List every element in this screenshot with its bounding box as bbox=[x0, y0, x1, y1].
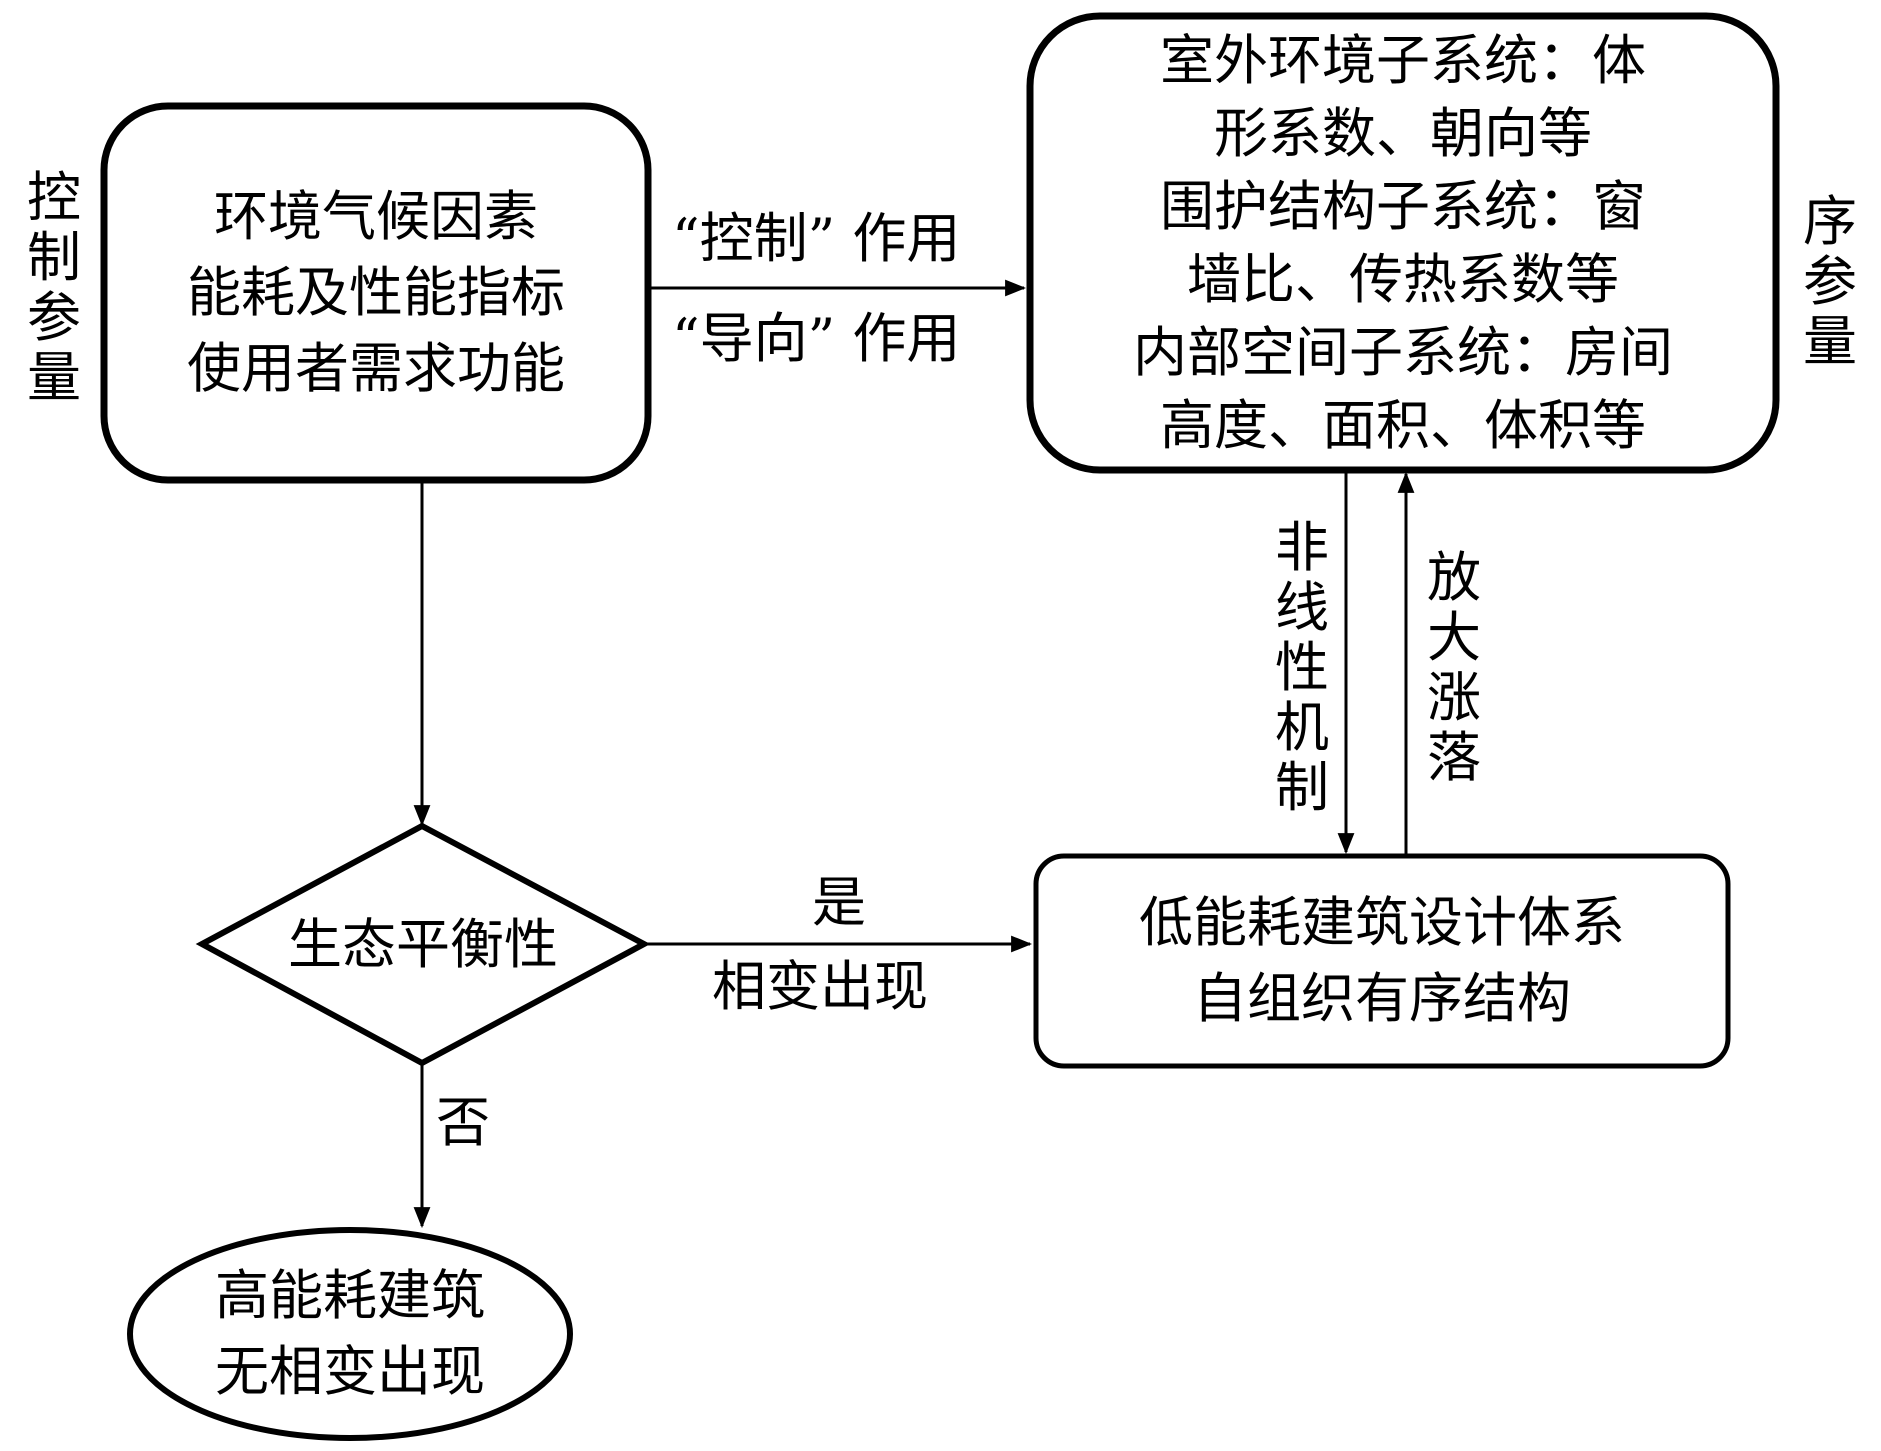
outcome-line: 高能耗建筑 bbox=[215, 1264, 485, 1327]
design-box-line: 低能耗建筑设计体系 bbox=[1139, 891, 1625, 954]
nonlinear-char: 性 bbox=[1275, 636, 1329, 699]
order-box-line: 高度、面积、体积等 bbox=[1160, 394, 1646, 457]
order-parameter-char: 参 bbox=[1803, 250, 1857, 313]
control-box-shape bbox=[100, 102, 652, 484]
outcome-line: 无相变出现 bbox=[215, 1340, 485, 1403]
control-parameter-label: 控 制 参 量 bbox=[24, 168, 84, 408]
order-box: 室外环境子系统：体 形系数、朝向等 围护结构子系统：窗 墙比、传热系数等 内部空… bbox=[1030, 16, 1776, 470]
order-box-shape bbox=[1026, 12, 1780, 474]
decision-node: 生态平衡性 bbox=[202, 826, 644, 1063]
outcome-node: 高能耗建筑 无相变出现 bbox=[130, 1230, 570, 1438]
nonlinear-mechanism-label: 非 线 性 机 制 bbox=[1272, 518, 1332, 818]
order-parameter-label: 序 参 量 bbox=[1800, 192, 1860, 372]
control-effect-label: “控制” 作用 bbox=[672, 207, 961, 270]
control-parameter-char: 控 bbox=[27, 166, 81, 229]
amplify-char: 放 bbox=[1427, 546, 1481, 609]
control-parameter-char: 参 bbox=[27, 286, 81, 349]
order-parameter-char: 量 bbox=[1803, 310, 1857, 373]
order-box-line: 墙比、传热系数等 bbox=[1187, 248, 1619, 311]
outcome-ellipse bbox=[127, 1227, 573, 1441]
nonlinear-char: 制 bbox=[1275, 756, 1329, 819]
decision-label: 生态平衡性 bbox=[288, 912, 558, 976]
order-box-line: 室外环境子系统：体 bbox=[1160, 29, 1646, 92]
yes-label: 是 bbox=[812, 871, 866, 934]
control-box-line: 能耗及性能指标 bbox=[187, 261, 565, 324]
order-parameter-char: 序 bbox=[1803, 190, 1857, 253]
amplify-char: 落 bbox=[1427, 726, 1481, 789]
control-box-line: 使用者需求功能 bbox=[187, 337, 565, 400]
control-box: 环境气候因素 能耗及性能指标 使用者需求功能 bbox=[104, 106, 648, 480]
control-box-line: 环境气候因素 bbox=[214, 185, 538, 248]
nonlinear-char: 机 bbox=[1275, 696, 1329, 759]
nonlinear-char: 非 bbox=[1275, 516, 1329, 579]
amplify-char: 大 bbox=[1427, 606, 1481, 669]
design-box-shape bbox=[1033, 853, 1731, 1069]
design-box-line: 自组织有序结构 bbox=[1193, 967, 1571, 1030]
no-label: 否 bbox=[436, 1091, 490, 1154]
design-box: 低能耗建筑设计体系 自组织有序结构 bbox=[1036, 856, 1728, 1066]
guide-effect-label: “导向” 作用 bbox=[672, 307, 961, 370]
order-box-line: 形系数、朝向等 bbox=[1214, 102, 1592, 165]
order-box-line: 围护结构子系统：窗 bbox=[1160, 175, 1646, 238]
amplify-fluctuation-label: 放 大 涨 落 bbox=[1424, 548, 1484, 788]
amplify-char: 涨 bbox=[1427, 666, 1481, 729]
nonlinear-char: 线 bbox=[1275, 576, 1329, 639]
control-parameter-char: 制 bbox=[27, 226, 81, 289]
order-box-line: 内部空间子系统：房间 bbox=[1133, 321, 1673, 384]
phase-change-label: 相变出现 bbox=[712, 955, 928, 1018]
control-parameter-char: 量 bbox=[27, 346, 81, 409]
